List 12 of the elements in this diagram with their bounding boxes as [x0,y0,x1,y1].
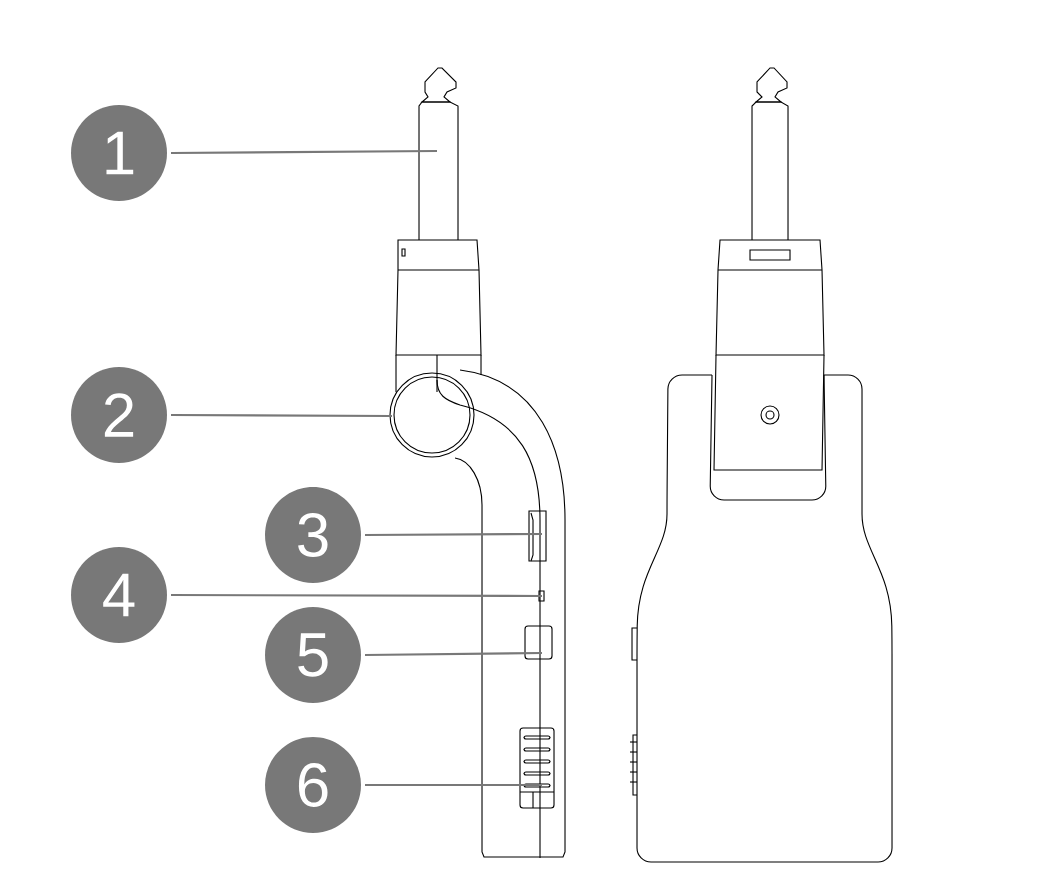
leader-line [365,532,542,537]
leader-line [365,783,542,787]
leader-line [171,413,392,418]
callout-number: 2 [71,367,167,463]
callout-number: 5 [265,607,361,703]
leader-line [365,651,543,657]
leader-line [171,149,437,155]
callout-number: 3 [265,487,361,583]
callout-number: 4 [71,547,167,643]
callout-number: 6 [265,737,361,833]
leader-line [171,593,542,598]
callout-number: 1 [71,105,167,201]
